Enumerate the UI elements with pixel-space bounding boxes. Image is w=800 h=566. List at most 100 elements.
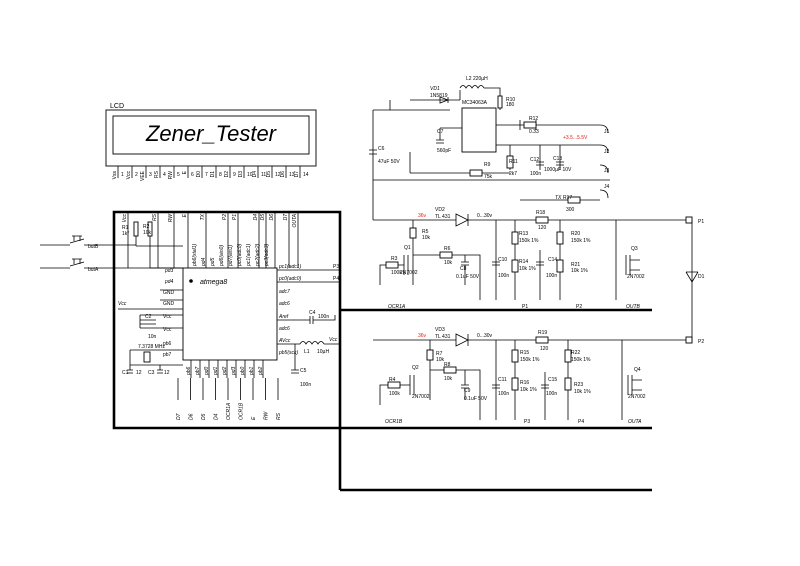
- resistor-r11: [506, 155, 514, 169]
- mcu-chip: [182, 267, 278, 361]
- j4-label: J4: [604, 184, 610, 190]
- ch-b-p2: P2: [576, 304, 582, 310]
- resistor-r7: [426, 349, 434, 361]
- lcd-screen: [112, 115, 310, 155]
- r16-label: R16: [520, 380, 529, 386]
- lcd-pin-number: 5: [177, 172, 180, 178]
- c14-value: 100n: [546, 273, 557, 279]
- c6-value: 47uF 50V: [378, 159, 400, 165]
- r12-value: 0.33: [529, 129, 539, 135]
- r4-value: 100k: [389, 391, 400, 397]
- r2-label: R2: [143, 224, 150, 230]
- lcd-pin-name: D7: [294, 171, 300, 178]
- lcd-pin-number: 12: [275, 172, 281, 178]
- capacitor-c13: [556, 161, 564, 166]
- c10-value: 100n: [498, 273, 509, 279]
- c5-label: C5: [300, 368, 307, 374]
- load-capacitors: [127, 369, 163, 374]
- c10-label: C10: [498, 257, 507, 263]
- gnd-pin-label-1: GND: [163, 290, 175, 296]
- l2-label: L2 220µH: [466, 76, 488, 82]
- r17-label: R17: [563, 195, 572, 201]
- mcu-bottom-signal: E: [251, 416, 257, 420]
- l1-label: L1: [304, 349, 310, 355]
- r11-value: 2k7: [509, 171, 517, 177]
- resistor-r16: [511, 377, 519, 391]
- c15-label: C15: [548, 377, 557, 383]
- r10-value: 180: [506, 102, 515, 108]
- c2-label: C2: [145, 314, 152, 320]
- mcu-left-pin: pd4: [164, 279, 174, 285]
- q2-label: Q2: [412, 365, 419, 371]
- r5-value: 10k: [422, 235, 431, 241]
- r6-label: R6: [444, 246, 451, 252]
- pb7-pin: pb7: [163, 352, 172, 358]
- lcd-pin-number: 11: [261, 172, 266, 178]
- r11-label: R11: [509, 159, 518, 165]
- mcu-top-signal: D5: [260, 214, 266, 221]
- c1-label: C1: [122, 370, 129, 376]
- r18-value: 120: [538, 225, 547, 231]
- lcd-pin-name: D6: [280, 171, 286, 178]
- r10-label: R10: [506, 97, 515, 103]
- lcd-pin-name: D5: [266, 171, 272, 178]
- adc6-pin: adc6: [279, 301, 290, 307]
- vd1-value: 1N5819: [430, 93, 448, 99]
- button-a[interactable]: [72, 258, 82, 264]
- vcc-label: Vcc: [118, 301, 127, 307]
- mcu-top-pin: pb6(xtal1): [192, 243, 198, 267]
- resistor-r14: [511, 259, 519, 273]
- mcu-bottom-pin: pd1: [213, 366, 219, 376]
- terminal-p2: [685, 336, 693, 344]
- lcd-pin-number: 3: [149, 172, 152, 178]
- ch-b-p1: P1: [522, 304, 528, 310]
- r1-value: 1k*: [122, 231, 129, 237]
- mcu-top-signal: P1: [232, 214, 238, 220]
- mcu-name: atmega8: [200, 279, 227, 286]
- lcd-pin-name: E: [182, 170, 188, 174]
- q1-value: 2N7002: [400, 270, 418, 276]
- c8-label: C8: [460, 266, 467, 272]
- mcu-bottom-signal: D4: [214, 413, 220, 420]
- c7-value: 560pF: [437, 148, 451, 154]
- mcu-bottom-pin: pb0: [240, 366, 246, 376]
- q4-label: Q4: [634, 367, 641, 373]
- zener-vd3: [455, 333, 469, 347]
- r7-value: 10k: [436, 357, 445, 363]
- ch-a-36v: 36v: [418, 333, 427, 339]
- r3-value: 100k: [391, 270, 402, 276]
- resistor-r13: [511, 231, 519, 245]
- mcu-bottom-pin: pb2: [258, 366, 264, 376]
- lcd-pin-number: 1: [121, 172, 124, 178]
- p4-label: P4: [333, 276, 339, 282]
- diode-d1: [685, 220, 699, 343]
- lcd-pin-number: 4: [163, 172, 166, 178]
- resistor-r6: [439, 251, 453, 259]
- vcc2-label: Vcc: [329, 337, 338, 343]
- lcd-pin-name: RS: [154, 170, 160, 178]
- c13-value: 1000µF 10V: [544, 167, 572, 173]
- resistor-r9: [469, 169, 483, 177]
- c8-value: 0.1uF 50V: [456, 274, 480, 280]
- pc1-pin: pc1(adc1): [278, 264, 302, 270]
- c11-label: C11: [498, 377, 507, 383]
- terminal-p1: [685, 216, 693, 224]
- mcu-top-pin: pc0(adc0): [237, 243, 243, 267]
- r8-label: R8: [444, 362, 451, 368]
- ch-a-p4: P4: [578, 419, 584, 425]
- mcu-bottom-pin: pd3: [231, 366, 237, 376]
- mcu-bottom-signal: RS: [276, 412, 282, 420]
- button-b[interactable]: [72, 235, 82, 241]
- pb5-pin: pb5(sck): [278, 350, 299, 356]
- r22-value: 150k 1%: [571, 357, 591, 363]
- mcu-left-pin: pd3: [164, 268, 174, 274]
- resistor-r18: [535, 216, 549, 224]
- c12-value: 100n: [530, 171, 541, 177]
- capacitor-c4: [277, 315, 336, 324]
- c6-label: C6: [378, 146, 385, 152]
- mcu-top-signal: P2: [222, 214, 228, 220]
- c1-value: 12: [136, 370, 142, 376]
- lcd-pin-name: D1: [210, 171, 216, 178]
